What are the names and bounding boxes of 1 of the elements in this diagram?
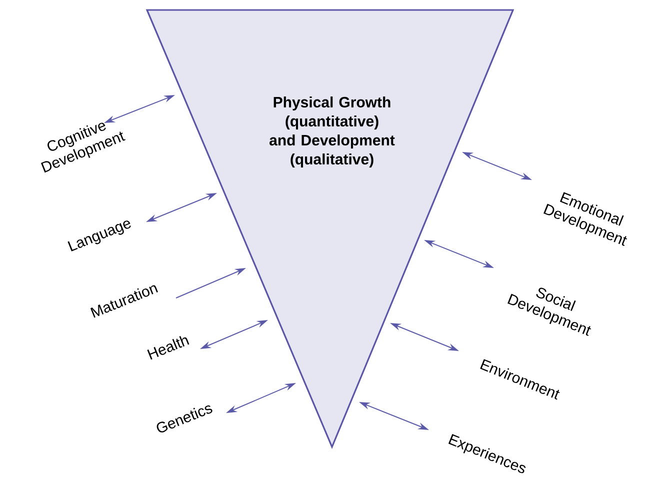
label: Health — [147, 336, 190, 360]
